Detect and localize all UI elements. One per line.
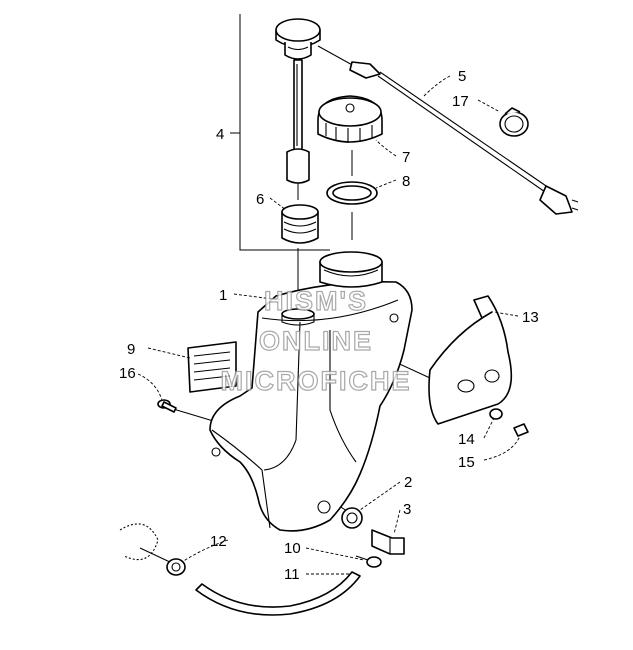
- clamp-17: [499, 107, 529, 137]
- fuel-sender-cap: [275, 18, 321, 60]
- callout-11: 11: [284, 566, 300, 583]
- watermark: HISM'S ONLINE MICROFICHE: [220, 285, 412, 396]
- fuel-cap-7: [317, 95, 383, 143]
- fuel-line-11: [195, 571, 361, 616]
- grommet-6: [281, 204, 319, 244]
- callout-7: 7: [402, 149, 410, 166]
- callout-labels: 1 2 3 4 5 6 7 8 9 10 11 12 13 14 15 16 1…: [119, 68, 539, 583]
- decal-9: [187, 341, 237, 393]
- watermark-line-2: ONLINE: [259, 326, 373, 356]
- callout-8: 8: [402, 173, 410, 190]
- callout-10: 10: [284, 540, 301, 557]
- vent-grommet-view: [119, 523, 159, 561]
- heat-shield-13: [428, 295, 513, 425]
- callout-3: 3: [403, 501, 411, 518]
- gasket-8: [326, 181, 378, 205]
- callout-12: 12: [210, 533, 227, 550]
- watermark-line-3: MICROFICHE: [221, 366, 412, 396]
- callout-6: 6: [256, 191, 264, 208]
- callout-5: 5: [458, 68, 466, 85]
- callout-2: 2: [404, 474, 412, 491]
- callout-13: 13: [522, 309, 539, 326]
- screw-15: [513, 423, 529, 437]
- fuel-tank-1: [209, 251, 413, 532]
- screw-16: [157, 399, 177, 413]
- callout-17: 17: [452, 93, 469, 110]
- wiring-harness-5: [349, 61, 579, 215]
- assembly-bracket-4: [230, 14, 330, 251]
- hose-clamp-10: [355, 555, 382, 568]
- callout-9: 9: [127, 341, 135, 358]
- washer-14: [489, 408, 503, 420]
- callout-4: 4: [216, 126, 224, 143]
- callout-1: 1: [219, 287, 227, 304]
- callout-16: 16: [119, 365, 136, 382]
- grommet-2: [341, 507, 363, 529]
- watermark-line-1: HISM'S: [264, 286, 368, 316]
- callout-15: 15: [458, 454, 475, 471]
- fuel-sender-tube: [286, 59, 310, 184]
- callout-14: 14: [458, 431, 475, 448]
- grommet-12: [166, 558, 186, 576]
- callout-leaders: [137, 75, 521, 575]
- fitting-3: [371, 529, 405, 555]
